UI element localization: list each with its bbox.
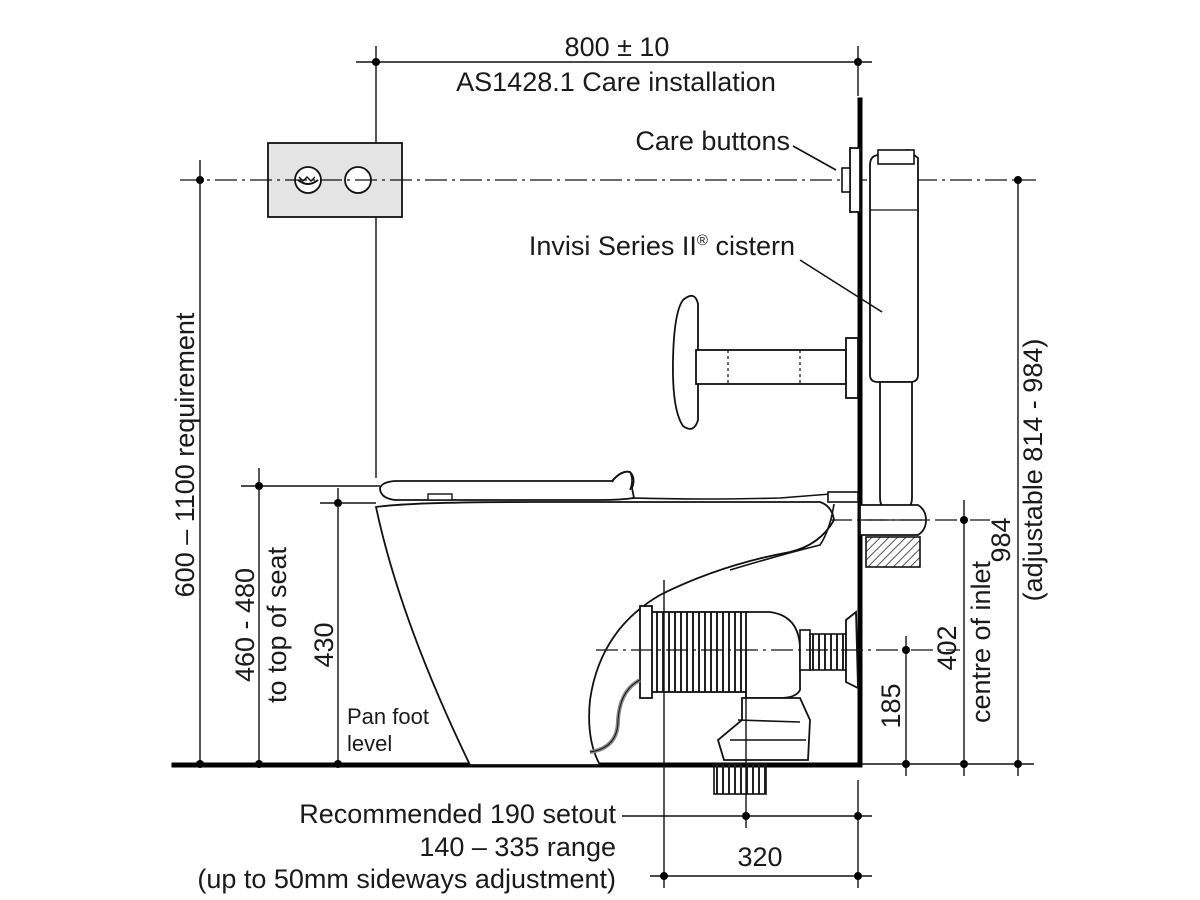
width-320-dimension: 320 [650,842,872,880]
outlet-height-label: 402 [932,625,962,670]
toilet-pan [374,470,859,766]
outlet-185-label: 185 [876,683,906,728]
cistern-label: Invisi Series II [529,231,697,261]
outlet-pipework [589,605,859,795]
pan-foot-label: Pan foot [347,704,429,729]
outlet-caption-label: centre of inlet [966,560,996,723]
button-height-dimension: 600 – 1100 requirement [170,160,204,768]
installation-label: AS1428.1 Care installation [456,67,776,97]
inlet-height-label: 984 [986,517,1016,562]
inlet-adjust-label: (adjustable 814 - 984) [1018,339,1048,602]
care-buttons-label: Care buttons [635,126,790,156]
care-button-wall: Care buttons [635,126,861,213]
width-dimension-label: 800 ± 10 [565,32,670,62]
setout-range-label: 140 – 335 range [419,832,616,862]
width-dimension: 800 ± 10 AS1428.1 Care installation [356,32,872,478]
toilet-seat [379,470,636,501]
floor-outlet [713,763,767,795]
seat-height-dimension: 460 - 480 to top of seat [230,468,380,768]
support-block [865,536,921,568]
cistern: Invisi Series II® cistern [529,149,927,568]
setout-recommended-label: Recommended 190 setout [299,799,616,829]
cistern-reg-mark: ® [697,232,708,249]
pan-height-label: 430 [309,622,339,667]
seat-range-label: 460 - 480 [230,568,260,682]
pan-foot-level-label: level [347,731,392,756]
svg-text:Invisi Series II® cistern: Invisi Series II® cistern [529,231,795,261]
cistern-suffix-label: cistern [708,231,795,261]
seat-caption-label: to top of seat [262,546,292,703]
setout-dimension: Recommended 190 setout 140 – 335 range (… [197,580,872,894]
inlet-centre-dimension: 402 centre of inlet [932,500,996,776]
width-320-label: 320 [737,842,782,872]
outlet-185-dimension: 185 [876,636,910,776]
button-height-label: 600 – 1100 requirement [170,312,200,597]
setout-adjust-label: (up to 50mm sideways adjustment) [197,864,616,894]
back-rest [672,294,859,430]
cistern-height-dimension: 984 (adjustable 814 - 984) [986,180,1048,776]
